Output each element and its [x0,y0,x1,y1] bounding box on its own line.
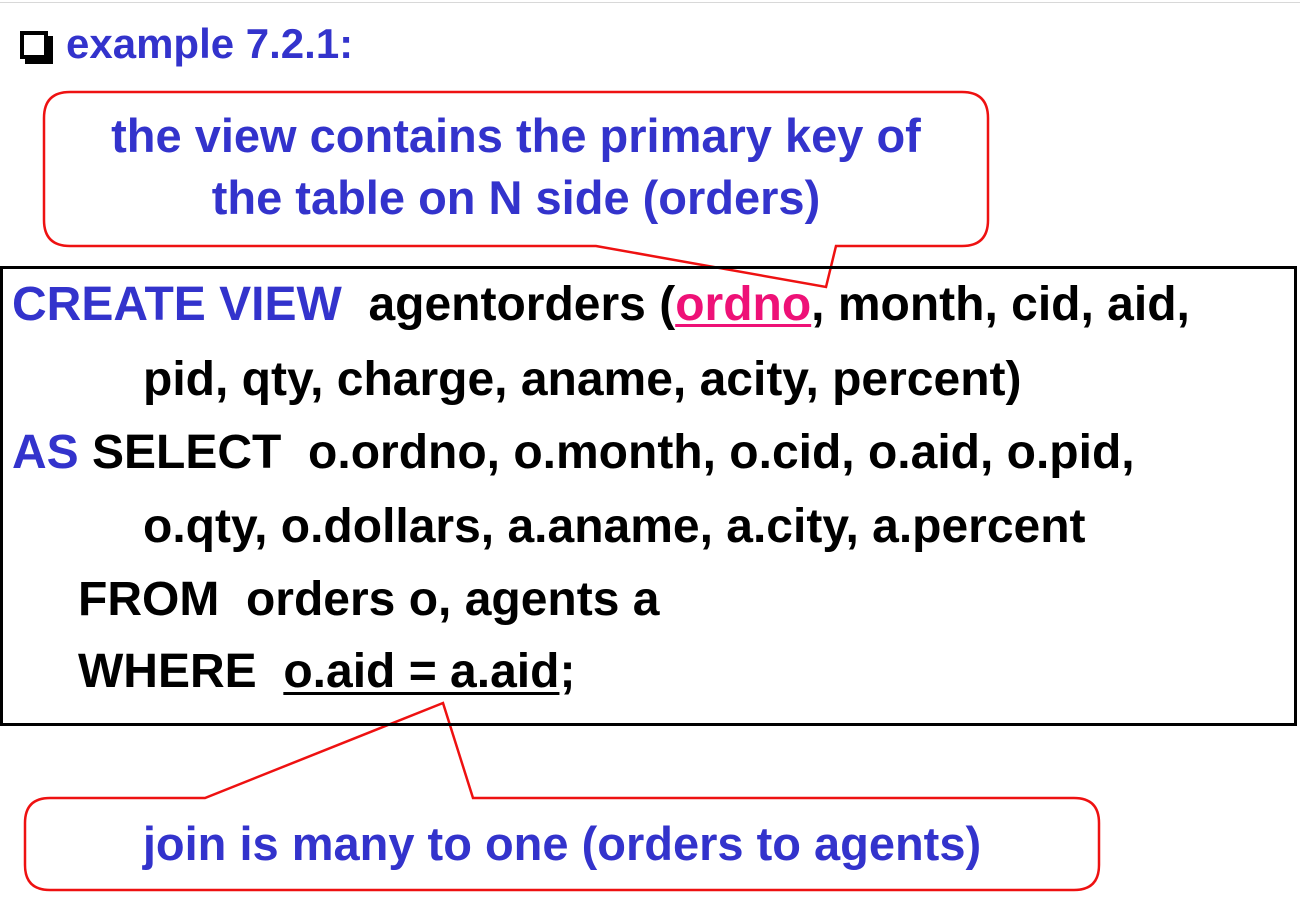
sql-code-box [0,266,1297,726]
code-line-3: AS SELECT o.ordno, o.month, o.cid, o.aid… [12,429,1135,477]
code-line-2: pid, qty, charge, aname, acity, percent) [143,353,1022,406]
select-keyword: SELECT [78,426,282,479]
view-name: agentorders ( [341,278,676,331]
statement-end: ; [559,645,576,698]
code-line-1: CREATE VIEW agentorders (ordno, month, c… [12,281,1190,329]
ordno-highlight: ordno [675,278,812,331]
callout-top-line1: the view contains the primary key of [111,109,921,162]
join-condition: o.aid = a.aid [283,645,560,698]
select-list: o.ordno, o.month, o.cid, o.aid, o.pid, [281,426,1135,479]
from-tables: orders o, agents a [219,573,660,626]
top-divider [0,2,1300,3]
where-keyword: WHERE [78,645,257,698]
where-spacer [257,645,284,698]
checkbox-icon [20,31,48,59]
slide-heading: example 7.2.1: [20,14,353,74]
code-line-5: FROM orders o, agents a [78,576,659,624]
callout-top-text: the view contains the primary key of the… [44,105,988,229]
create-view-keyword: CREATE VIEW [12,278,342,331]
from-keyword: FROM [78,573,220,626]
callout-bottom-shape [23,701,1101,892]
heading-text: example 7.2.1: [66,20,354,67]
code-line-6: WHERE o.aid = a.aid; [78,648,575,696]
columns-rest: , month, cid, aid, [811,278,1190,331]
callout-top-line2: the table on N side (orders) [211,171,821,224]
as-keyword: AS [12,426,79,479]
code-line-4: o.qty, o.dollars, a.aname, a.city, a.per… [143,500,1086,553]
callout-bottom-text: join is many to one (orders to agents) [142,817,982,870]
